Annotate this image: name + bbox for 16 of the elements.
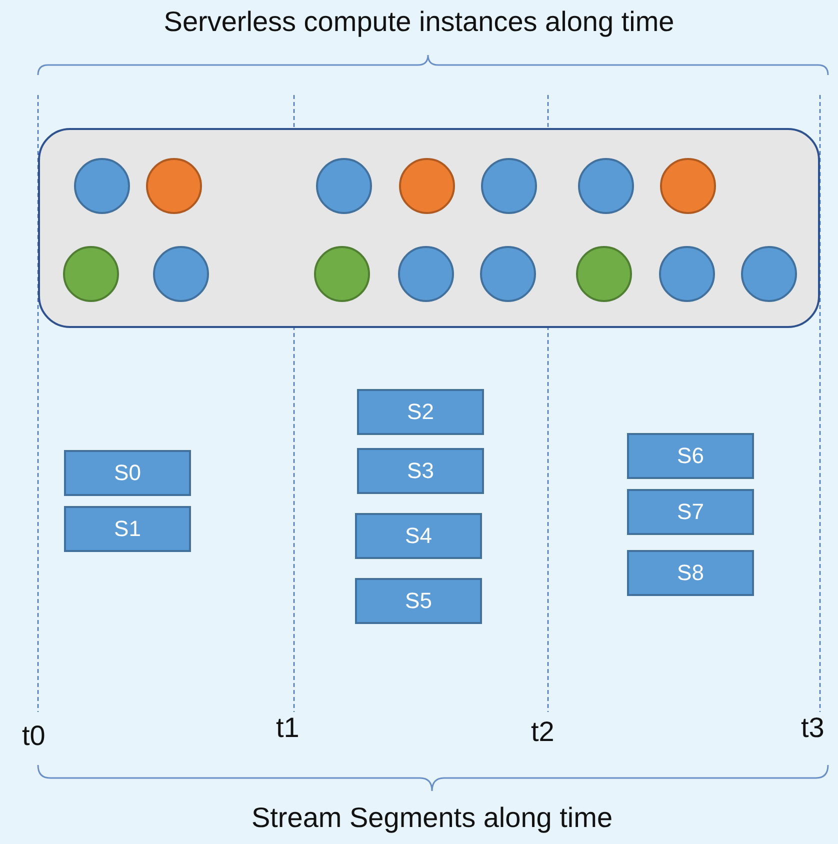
segment-box: S7 — [627, 489, 754, 535]
title: Serverless compute instances along time — [162, 6, 676, 38]
time-label: t3 — [801, 712, 824, 744]
segment-box: S1 — [64, 506, 191, 552]
time-label: t0 — [22, 720, 46, 752]
instance-pool-panel — [38, 128, 820, 328]
segment-box: S3 — [357, 448, 484, 494]
time-label: t1 — [276, 712, 300, 744]
segment-box: S6 — [627, 433, 754, 479]
segment-box: S8 — [627, 550, 754, 596]
segment-box: S5 — [355, 578, 482, 624]
time-label: t2 — [531, 716, 554, 748]
segment-box: S4 — [355, 513, 482, 559]
caption: Stream Segments along time — [250, 802, 614, 834]
segment-box: S2 — [357, 389, 484, 435]
segment-box: S0 — [64, 450, 191, 496]
